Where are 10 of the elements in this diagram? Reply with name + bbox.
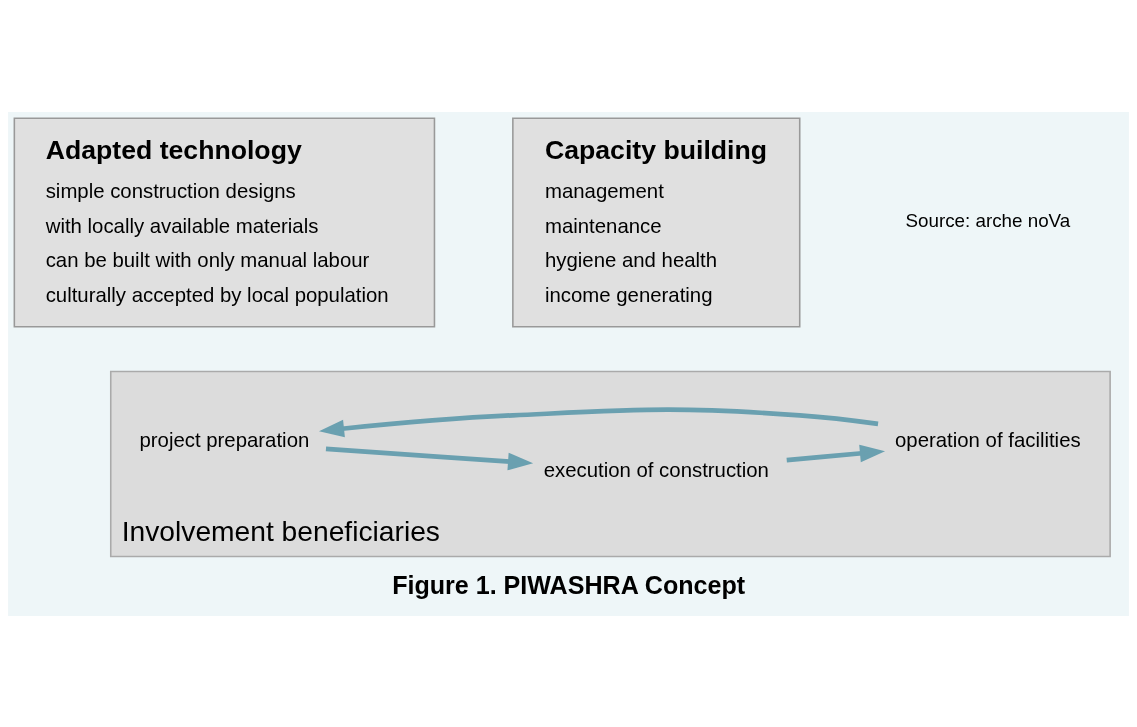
caption: Figure 1. PIWASHRA Concept [392, 570, 746, 599]
label: Source: arche noVa [905, 209, 1071, 231]
arrow [325, 446, 534, 470]
node-box: Capacity building management maintenance hygiene and health income generating [512, 117, 801, 328]
node-text: operation of facilities [895, 428, 1081, 451]
node-text: execution of construction [543, 458, 769, 481]
node-box: Adapted technology simple construction designs with locally available materials can be built with only manual labour culturally accepted by local population [13, 117, 436, 328]
node-text: project preparation [139, 428, 310, 451]
arrow [786, 444, 886, 462]
arrow [318, 406, 879, 437]
